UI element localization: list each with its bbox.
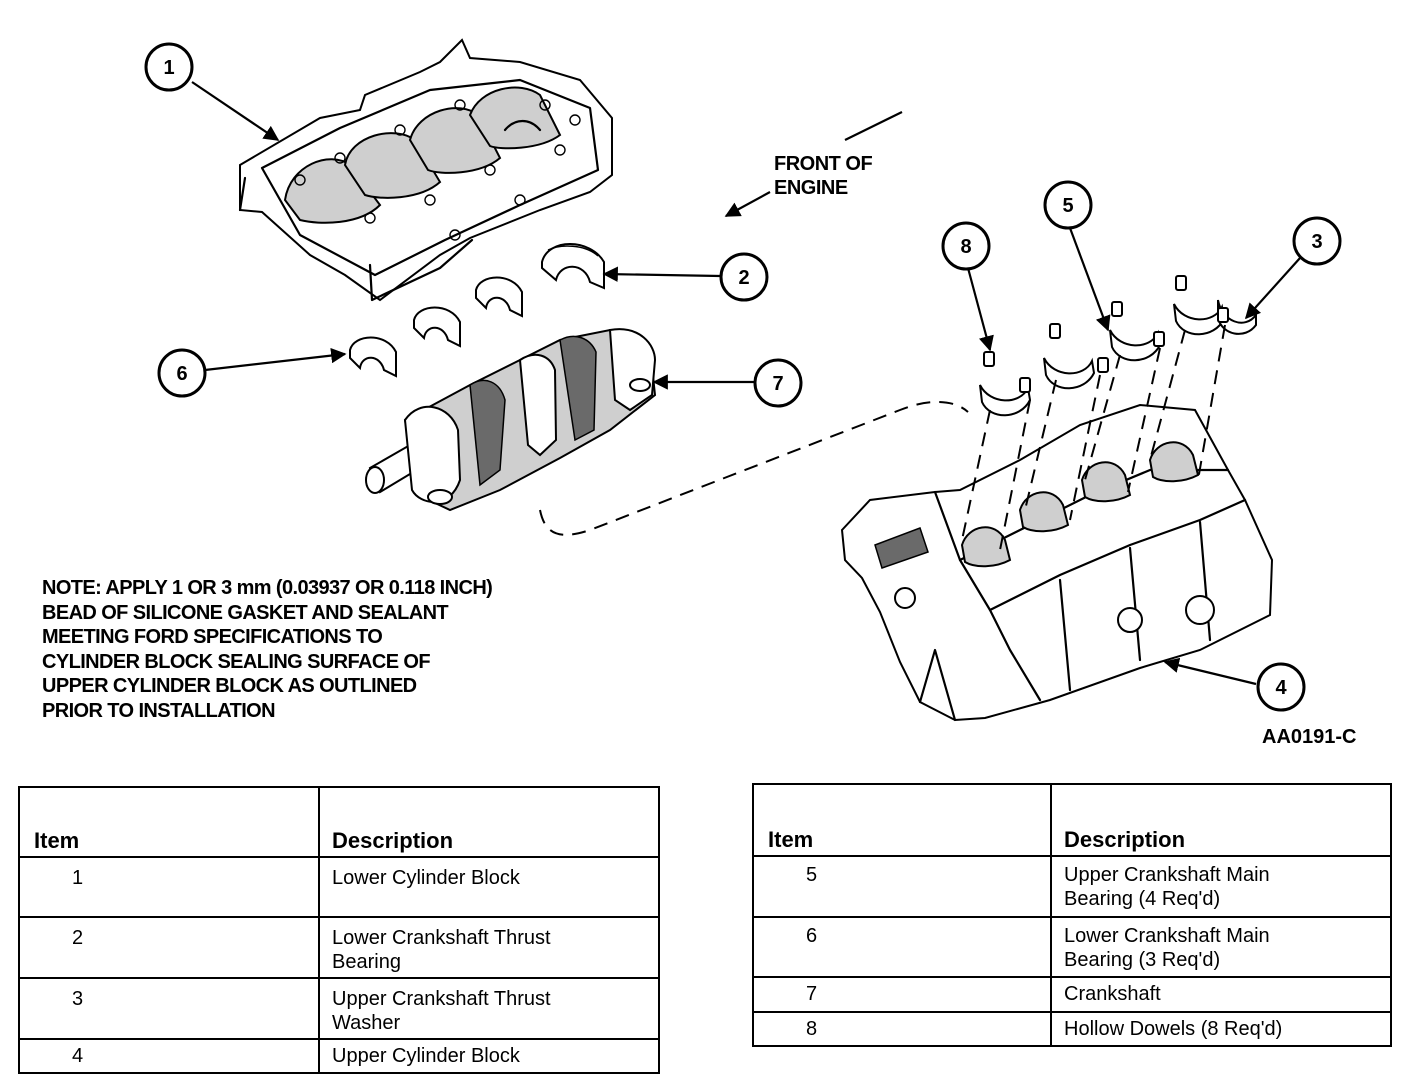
note-line-5: UPPER CYLINDER BLOCK AS OUTLINED <box>42 675 417 697</box>
lower-thrust-bearing <box>541 243 605 290</box>
legend-left-description-header: Description <box>318 786 660 858</box>
legend-left-item-header: Item <box>18 786 320 858</box>
legend-left-row-2-description-line-2: Bearing <box>332 951 401 973</box>
legend-right-row-2-description-line-2: Bearing (3 Req'd) <box>1064 949 1221 971</box>
callout-8-number: 8 <box>960 236 971 258</box>
legend-right-row-2-description-line-1: Lower Crankshaft Main <box>1064 925 1270 947</box>
legend-left-row-3-description-line-2: Washer <box>332 1012 401 1034</box>
legend-right-row-2-description: Lower Crankshaft Main Bearing (3 Req'd) <box>1050 916 1392 978</box>
legend-right-row-4-item: 8 <box>752 1011 1052 1047</box>
legend-left-row-4-item: 4 <box>18 1038 320 1074</box>
legend-left-row-2-item: 2 <box>18 916 320 979</box>
callout-2: 2 <box>719 252 769 302</box>
legend-left-row-3-description: Upper Crankshaft Thrust Washer <box>318 977 660 1040</box>
legend-table-left: Item Description 1 Lower Cylinder Block … <box>18 786 660 1074</box>
lower-cylinder-block <box>238 38 613 302</box>
figure-id: AA0191-C <box>1262 726 1357 748</box>
callout-6-number: 6 <box>176 363 187 385</box>
note-line-3: MEETING FORD SPECIFICATIONS TO <box>42 626 383 648</box>
legend-right-item-header: Item <box>752 783 1052 857</box>
legend-left-row-1-description-line-1: Lower Cylinder Block <box>332 867 520 889</box>
lower-main-bearing-c <box>349 336 397 378</box>
legend-left-row-3-description-line-1: Upper Crankshaft Thrust <box>332 988 551 1010</box>
legend-right-row-3-description-line-1: Crankshaft <box>1064 983 1161 1005</box>
note-line-6: PRIOR TO INSTALLATION <box>42 699 276 722</box>
legend-right-row-1-item: 5 <box>752 855 1052 918</box>
lower-main-bearing-b <box>413 306 461 348</box>
sealant-note: NOTE: APPLY 1 OR 3 mm (0.03937 OR 0.118 … <box>42 576 622 723</box>
legend-left-row-2-description-line-1: Lower Crankshaft Thrust <box>332 927 551 949</box>
front-of-engine-arrow <box>724 111 903 217</box>
callout-4-number: 4 <box>1275 677 1287 699</box>
legend-table-right: Item Description 5 Upper Crankshaft Main… <box>752 783 1392 1047</box>
legend-right-row-3-item: 7 <box>752 976 1052 1013</box>
hollow-dowels <box>983 275 1229 393</box>
callout-7: 7 <box>753 358 803 408</box>
legend-right-row-1-description-line-2: Bearing (4 Req'd) <box>1064 888 1221 910</box>
callout-1: 1 <box>144 42 194 92</box>
upper-cylinder-block <box>840 403 1274 722</box>
legend-left-row-4-description: Upper Cylinder Block <box>318 1038 660 1074</box>
legend-right-row-4-description: Hollow Dowels (8 Req'd) <box>1050 1011 1392 1047</box>
callout-3-number: 3 <box>1311 231 1322 253</box>
callout-8: 8 <box>941 221 991 271</box>
legend-right-row-1-description: Upper Crankshaft Main Bearing (4 Req'd) <box>1050 855 1392 918</box>
legend-right-row-3-description: Crankshaft <box>1050 976 1392 1013</box>
legend-left-row-3-item: 3 <box>18 977 320 1040</box>
upper-main-bearings <box>979 299 1257 417</box>
front-of-engine-label-line-1: FRONT OF <box>774 153 872 175</box>
callout-6: 6 <box>157 348 207 398</box>
legend-left-row-2-description: Lower Crankshaft Thrust Bearing <box>318 916 660 979</box>
legend-right-description-header: Description <box>1050 783 1392 857</box>
callout-1-number: 1 <box>163 57 174 79</box>
callout-3: 3 <box>1292 216 1342 266</box>
callout-2-number: 2 <box>738 267 749 289</box>
legend-right-row-2-item: 6 <box>752 916 1052 978</box>
front-of-engine-label-line-2: ENGINE <box>774 177 848 199</box>
legend-left-row-1-item: 1 <box>18 856 320 918</box>
legend-left-row-1-description: Lower Cylinder Block <box>318 856 660 918</box>
crankshaft <box>365 328 657 512</box>
assembly-lines <box>539 324 1226 551</box>
callout-5: 5 <box>1043 180 1093 230</box>
note-line-1: NOTE: APPLY 1 OR 3 mm (0.03937 OR 0.118 … <box>42 577 493 599</box>
legend-right-row-4-description-line-1: Hollow Dowels (8 Req'd) <box>1064 1018 1283 1040</box>
legend-left-row-4-description-line-1: Upper Cylinder Block <box>332 1045 520 1067</box>
callout-5-number: 5 <box>1062 195 1073 217</box>
callout-7-number: 7 <box>772 373 783 395</box>
lower-main-bearing-a <box>475 276 523 318</box>
callout-4: 4 <box>1256 662 1306 712</box>
note-line-4: CYLINDER BLOCK SEALING SURFACE OF <box>42 650 431 673</box>
note-line-2: BEAD OF SILICONE GASKET AND SEALANT <box>42 601 449 624</box>
legend-right-row-1-description-line-1: Upper Crankshaft Main <box>1064 864 1270 886</box>
leader-lines <box>191 81 1301 686</box>
